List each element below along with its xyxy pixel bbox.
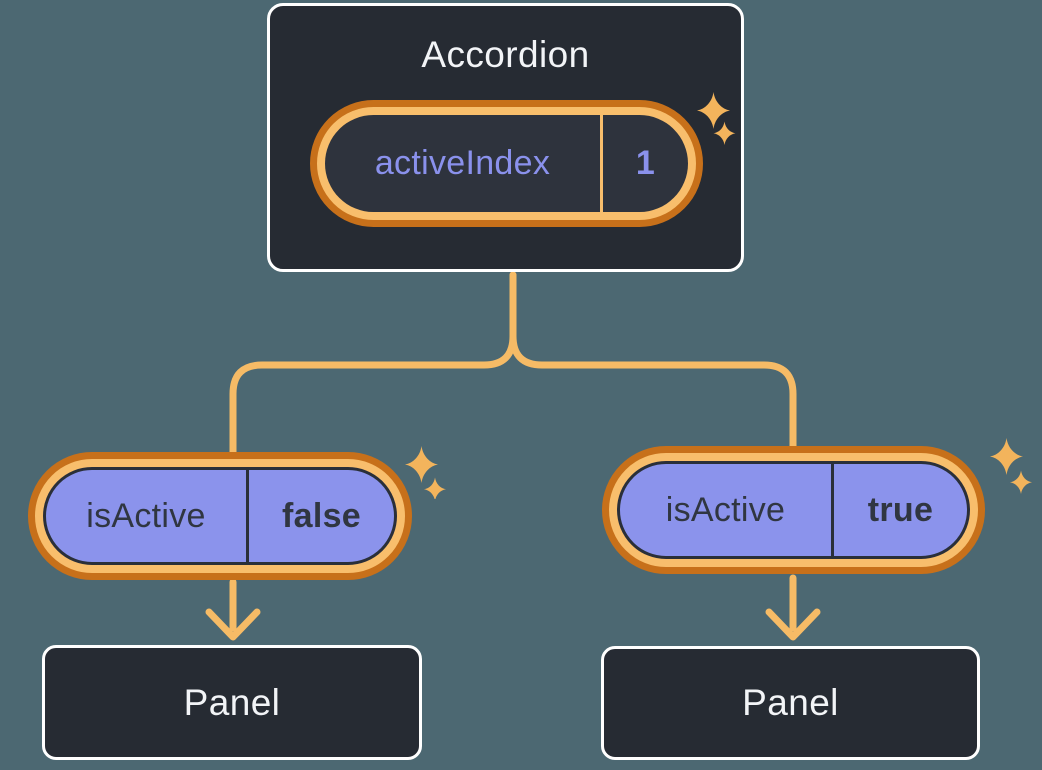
left-arrow-down-icon [205,578,261,641]
accordion-node: Accordion activeIndex 1 [267,3,744,272]
state-name: isActive [46,470,249,562]
sparkles-icon [697,92,736,145]
is-active-pill-right: isActive true [602,446,985,574]
active-index-pill: activeIndex 1 [310,100,703,227]
state-value: 1 [635,144,656,182]
sparkles-icon [405,446,446,499]
right-arrow-down-icon [765,574,821,641]
panel-title: Panel [183,681,281,723]
state-name: isActive [620,464,834,556]
sparkles-icon [990,438,1032,494]
panel-node-right: Panel [601,646,980,760]
panel-node-left: Panel [42,645,422,760]
state-name: activeIndex [325,115,603,212]
connector-left-branch [229,271,517,457]
state-value: true [867,490,934,529]
panel-title: Panel [742,682,839,723]
state-value: false [282,496,361,535]
is-active-pill-left: isActive false [28,452,412,580]
accordion-title: Accordion [421,34,590,75]
connector-right-branch [509,271,797,452]
